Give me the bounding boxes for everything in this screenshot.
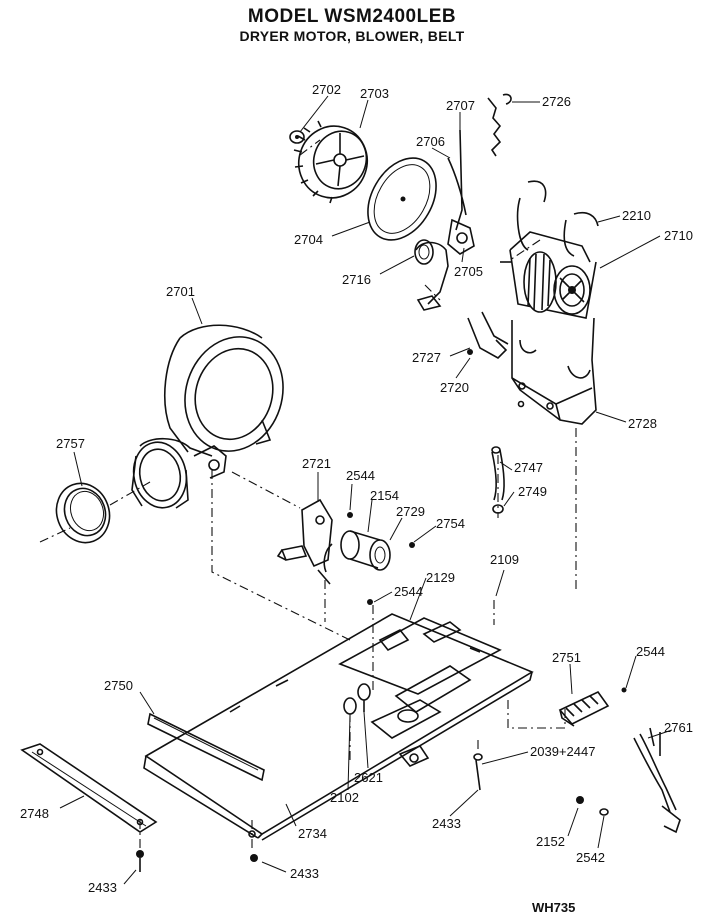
part-label-2706: 2706 [416, 134, 445, 149]
part-label-2433-c: 2433 [290, 866, 319, 881]
blower-disc [367, 157, 437, 241]
part-label-2748: 2748 [20, 806, 49, 821]
part-label-2720: 2720 [440, 380, 469, 395]
part-label-2433-b: 2433 [88, 880, 117, 895]
part-label-2544-a: 2544 [346, 468, 375, 483]
part-label-2726: 2726 [542, 94, 571, 109]
part-label-2542: 2542 [576, 850, 605, 865]
part-label-2210: 2210 [622, 208, 651, 223]
nut-2702 [289, 130, 305, 144]
part-label-2102: 2102 [330, 790, 359, 805]
part-label-2754: 2754 [436, 516, 465, 531]
part-label-2621: 2621 [354, 770, 383, 785]
part-label-2702: 2702 [312, 82, 341, 97]
part-label-2433-a: 2433 [432, 816, 461, 831]
hose-2747 [491, 446, 505, 514]
base-plate [143, 613, 534, 841]
wire-harness [633, 727, 681, 834]
seal-ring [55, 482, 111, 544]
motor-assembly [500, 180, 599, 425]
part-label-2039-2447: 2039+2447 [530, 744, 595, 759]
fasteners [136, 599, 609, 872]
part-label-2747: 2747 [514, 460, 543, 475]
idler-assembly [414, 93, 512, 311]
part-label-2721: 2721 [302, 456, 331, 471]
part-label-2704: 2704 [294, 232, 323, 247]
part-label-2544-b: 2544 [394, 584, 423, 599]
diagram-title: MODEL WSM2400LEB [247, 6, 457, 27]
part-label-2109: 2109 [490, 552, 519, 567]
part-label-2751: 2751 [552, 650, 581, 665]
part-label-2749: 2749 [518, 484, 547, 499]
part-label-2757: 2757 [56, 436, 85, 451]
part-label-2727: 2727 [412, 350, 441, 365]
blower-wheel [293, 120, 368, 204]
part-label-2154: 2154 [370, 488, 399, 503]
drive-pulley [276, 498, 415, 585]
part-label-2728: 2728 [628, 416, 657, 431]
part-label-2701: 2701 [166, 284, 195, 299]
part-label-2707: 2707 [446, 98, 475, 113]
tension-bracket [467, 311, 509, 359]
part-label-2750: 2750 [104, 678, 133, 693]
rail-2750 [147, 712, 265, 782]
part-label-2703: 2703 [360, 86, 389, 101]
part-label-2544-c: 2544 [636, 644, 665, 659]
part-label-2734: 2734 [298, 826, 327, 841]
part-label-2705: 2705 [454, 264, 483, 279]
part-label-2729: 2729 [396, 504, 425, 519]
part-label-2761: 2761 [664, 720, 693, 735]
blower-housing [131, 324, 284, 509]
part-label-2129: 2129 [426, 570, 455, 585]
part-label-2152: 2152 [536, 834, 565, 849]
diagram-code: WH735 [532, 900, 575, 915]
terminal-block [558, 687, 627, 727]
rail-2748 [20, 743, 158, 833]
leader-lines [59, 95, 673, 885]
part-label-2716: 2716 [342, 272, 371, 287]
diagram-subtitle: DRYER MOTOR, BLOWER, BELT [239, 28, 465, 44]
part-labels: 2702 2703 2707 2726 2706 2210 2710 2704 … [20, 82, 693, 915]
part-label-2710: 2710 [664, 228, 693, 243]
